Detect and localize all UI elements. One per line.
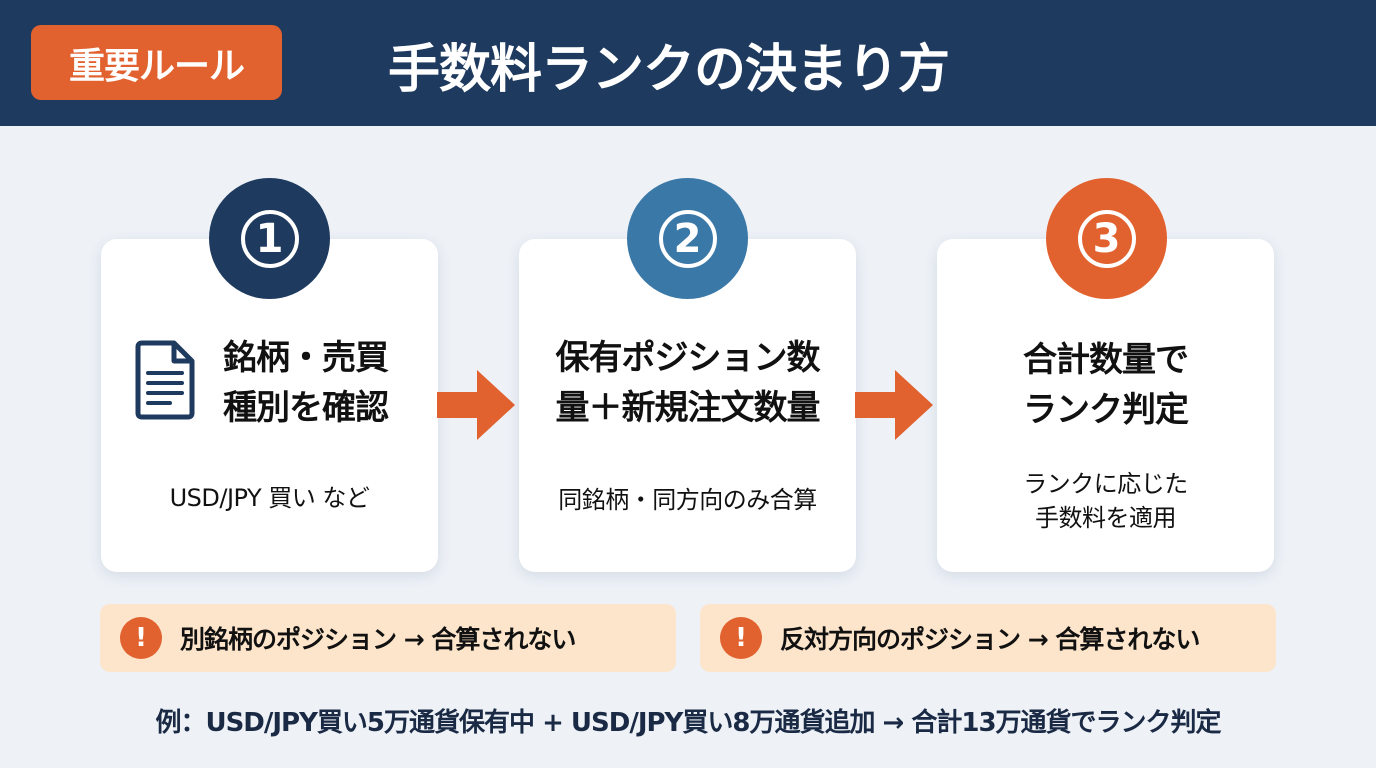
warning-box-different-symbol: ! 別銘柄のポジション → 合算されない [100,604,676,672]
arrow-right-icon [437,370,515,440]
step-2-subtitle: 同銘柄・同方向のみ合算 [558,486,817,514]
document-icon [135,340,195,420]
step-1-title-line-2: 種別を確認 [223,388,389,428]
exclamation-icon: ! [720,617,762,659]
step-3-subtitle: ランクに応じた 手数料を適用 [937,467,1274,535]
exclamation-icon: ! [120,617,162,659]
header-bar: 重要ルール 手数料ランクの決まり方 [0,0,1376,126]
step-card-2: 保有ポジション数 量＋新規注文数量 同銘柄・同方向のみ合算 [519,239,856,572]
step-number-1: 1 [209,178,330,299]
step-number-3: 3 [1046,178,1167,299]
example-text: 例：USD/JPY買い5万通貨保有中 + USD/JPY買い8万通貨追加 → 合… [155,708,1221,738]
step-3-title-line-2: ランク判定 [1023,390,1189,430]
step-2-number-label: 2 [658,209,717,268]
arrow-right-icon [855,370,933,440]
warning-text: 反対方向のポジション → 合算されない [780,625,1200,654]
step-3-title: 合計数量で ランク判定 [937,335,1274,435]
step-3-title-line-1: 合計数量で [1023,340,1189,380]
step-2-title: 保有ポジション数 量＋新規注文数量 [519,333,856,433]
important-rule-badge: 重要ルール [31,25,282,100]
step-3-subtitle-line-2: 手数料を適用 [1035,504,1177,532]
warning-box-opposite-direction: ! 反対方向のポジション → 合算されない [700,604,1276,672]
step-3-number-label: 3 [1077,209,1136,268]
step-2-title-line-2: 量＋新規注文数量 [555,388,821,428]
page-title: 手数料ランクの決まり方 [388,39,950,100]
step-number-2: 2 [627,178,748,299]
step-3-subtitle-line-1: ランクに応じた [1023,470,1188,498]
step-1-title-line-1: 銘柄・売買 [223,338,389,378]
step-2-title-line-1: 保有ポジション数 [555,338,821,378]
step-1-number-label: 1 [240,209,299,268]
step-1-title: 銘柄・売買 種別を確認 [223,333,433,433]
warning-text: 別銘柄のポジション → 合算されない [180,625,576,654]
step-1-subtitle: USD/JPY 買い など [169,484,370,512]
